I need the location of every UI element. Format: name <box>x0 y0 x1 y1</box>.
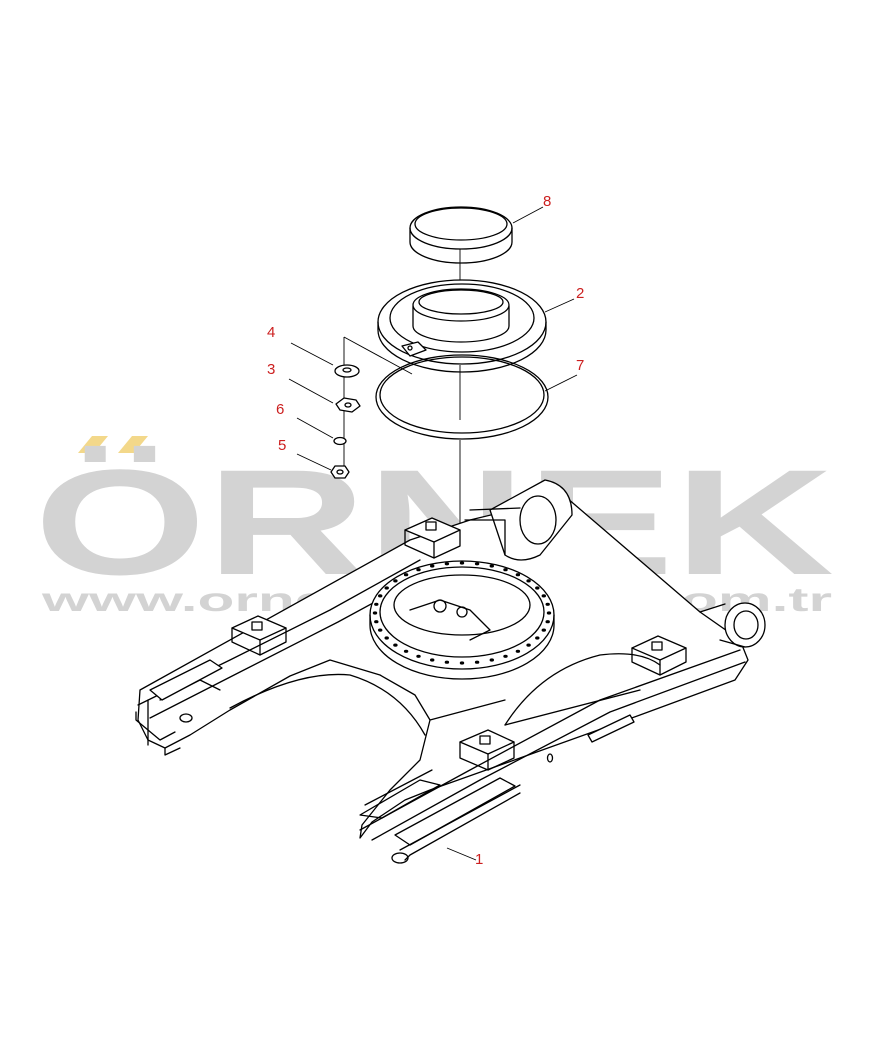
bolt-hole <box>459 561 465 565</box>
bolt-hole <box>503 654 508 658</box>
leader-7 <box>544 374 578 392</box>
leader-3 <box>288 378 334 404</box>
leader-5 <box>296 453 332 471</box>
bolt-hole <box>515 573 521 577</box>
bolt-hole <box>541 628 546 632</box>
part-8-seal-ring <box>409 206 513 264</box>
leader-4 <box>290 342 334 366</box>
bolt-hole <box>541 594 546 598</box>
bolt-hole <box>393 643 398 647</box>
bolt-hole <box>444 660 450 664</box>
callout-5: 5 <box>278 437 286 454</box>
part-2-race-ring <box>377 279 547 373</box>
frame-motor-bracket <box>464 479 573 561</box>
bolt-hole <box>374 602 379 606</box>
callout-labels: 8 2 7 4 3 6 5 1 <box>267 193 584 868</box>
bolt-hole <box>526 579 531 583</box>
part-4-washer <box>334 364 360 378</box>
frame-top-block-left <box>231 615 287 656</box>
bolt-hole <box>384 636 389 640</box>
part-1-lower-frame <box>135 479 766 864</box>
part-5-nut <box>330 465 350 479</box>
bolt-hole <box>459 661 465 665</box>
bolt-hole <box>378 594 383 598</box>
bolt-hole <box>444 562 450 566</box>
bolt-hole <box>515 649 521 653</box>
bolt-hole <box>430 658 435 662</box>
bolt-hole <box>545 620 550 624</box>
bolt-hole <box>526 643 531 647</box>
bolt-hole <box>489 564 494 568</box>
bolt-hole <box>384 586 389 590</box>
bolt-hole <box>393 579 398 583</box>
part-7-o-ring <box>375 354 549 440</box>
frame-top-block-front <box>459 729 515 771</box>
frame-swing-circle <box>369 560 555 680</box>
callout-7: 7 <box>576 357 584 374</box>
bolt-hole <box>535 636 540 640</box>
bolt-hole <box>403 573 409 577</box>
bolt-hole <box>474 562 480 566</box>
bolt-hole <box>503 568 508 572</box>
bolt-hole <box>403 649 409 653</box>
frame-top-block-center <box>404 517 461 559</box>
bolt-hole <box>372 611 378 615</box>
callout-1: 1 <box>475 851 483 868</box>
callout-4: 4 <box>267 324 275 341</box>
small-hardware-stack <box>330 336 413 479</box>
bolt-hole <box>374 620 379 624</box>
callout-leaders <box>288 206 578 471</box>
bolt-hole <box>545 602 550 606</box>
bolt-hole <box>430 564 435 568</box>
bolt-hole <box>535 586 540 590</box>
part-6-spring-washer <box>333 436 347 446</box>
part-3-plate <box>335 397 361 413</box>
frame-idler-eye-rear <box>699 602 766 648</box>
bolt-hole <box>416 568 421 572</box>
callout-8: 8 <box>543 193 551 210</box>
bolt-hole <box>489 658 494 662</box>
callout-3: 3 <box>267 361 275 378</box>
bolt-hole <box>416 654 421 658</box>
callout-2: 2 <box>576 285 584 302</box>
frame-top-block-right <box>631 635 687 676</box>
watermark-accent-left <box>78 436 108 453</box>
leader-2 <box>544 298 575 313</box>
bolt-hole <box>546 611 552 615</box>
bolt-hole <box>378 628 383 632</box>
leader-6 <box>296 417 334 439</box>
swing-circle-bolt-holes <box>372 561 552 665</box>
callout-6: 6 <box>276 401 284 418</box>
leader-8 <box>512 206 544 224</box>
watermark-accent-right <box>118 436 148 453</box>
bolt-hole <box>474 660 480 664</box>
